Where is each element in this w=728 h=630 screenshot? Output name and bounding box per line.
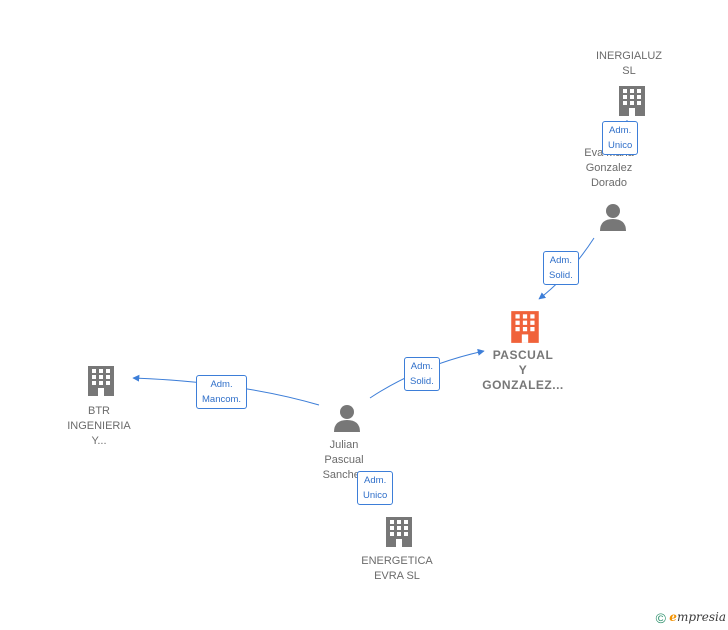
edge-label-line: Solid. (410, 376, 434, 387)
edge-label-line: Mancom. (202, 394, 242, 405)
label-line: Gonzalez (585, 162, 633, 174)
label-line: Y... (91, 435, 107, 447)
edge-label-julian-pascual[interactable]: Adm. Solid. (404, 357, 440, 391)
edge-label-line: Unico (363, 490, 388, 501)
label-line: Dorado (590, 177, 628, 189)
edge-label-line: Adm. (364, 475, 387, 486)
building-icon (88, 366, 114, 396)
edge-label-julian-btr[interactable]: Adm. Mancom. (196, 375, 248, 409)
brand-logo-initial: e (669, 610, 677, 625)
node-eva-label[interactable]: Eva Maria Gonzalez Dorado (569, 146, 649, 191)
edge-label-inergialuz-eva[interactable]: Adm. Unico (602, 121, 639, 155)
label-line: GONZALEZ... (482, 378, 564, 392)
person-icon (334, 405, 360, 432)
edge-label-julian-energetica[interactable]: Adm. Unico (357, 471, 394, 505)
label-line: ENERGETICA (361, 555, 433, 567)
building-icon (386, 517, 412, 547)
label-line: BTR (88, 405, 110, 417)
label-line: Sanchez (322, 469, 366, 481)
edge-label-line: Solid. (549, 270, 573, 281)
node-inergialuz-label[interactable]: INERGIALUZ SL (589, 49, 669, 79)
edge-label-eva-pascual[interactable]: Adm. Solid. (543, 251, 579, 285)
label-line: EVRA SL (374, 570, 420, 582)
edge-label-line: Adm. (549, 255, 572, 266)
label-line: Y (518, 363, 528, 377)
edge-label-line: Adm. (210, 379, 233, 390)
main-company-building-icon (511, 311, 539, 343)
label-line: Julian (329, 439, 359, 451)
node-pascual-label[interactable]: PASCUAL Y GONZALEZ... (473, 348, 573, 393)
edge-label-line: Adm. (609, 125, 632, 136)
brand-footer[interactable]: © empresia (656, 610, 726, 626)
edge-label-line: Adm. (410, 361, 433, 372)
copyright-icon: © (655, 610, 666, 626)
label-line: INGENIERIA (67, 420, 131, 432)
label-line: Pascual (324, 454, 364, 466)
label-line: SL (622, 65, 636, 77)
brand-logo-text: mpresia (676, 610, 726, 625)
node-energetica-label[interactable]: ENERGETICA EVRA SL (347, 554, 447, 584)
person-icon (600, 204, 626, 231)
label-line: INERGIALUZ (595, 50, 662, 62)
node-btr-label[interactable]: BTR INGENIERIA Y... (59, 404, 139, 449)
edge-label-line: Unico (608, 140, 633, 151)
label-line: PASCUAL (492, 348, 554, 362)
building-icon (619, 86, 645, 116)
node-julian-label[interactable]: Julian Pascual Sanchez (304, 438, 384, 483)
